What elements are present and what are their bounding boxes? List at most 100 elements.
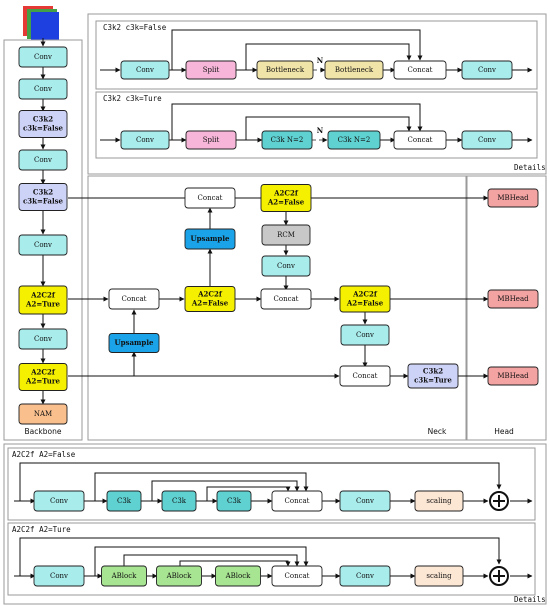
neck-concat-top-label: Concat — [198, 194, 223, 202]
circle-plus-icon — [489, 491, 509, 511]
c3k2-true-frame — [95, 91, 538, 159]
c3k2-false-conv-out: Conv — [461, 60, 513, 80]
a2c2f-false-c3k-3-label: C3k — [227, 497, 242, 505]
c3k2-true-c3k-2-label: C3k N=2 — [338, 136, 371, 144]
c3k2-false-conv-in: Conv — [120, 60, 170, 80]
backbone-c3k2-2-box — [18, 183, 68, 211]
a2c2f-false-c3k-2-box — [161, 490, 197, 512]
details-label-top: Details — [514, 163, 546, 172]
neck-conv-1-label: Conv — [277, 262, 295, 270]
neck-concat-bottom: Concat — [339, 365, 391, 387]
neck-concat-mid-label: Concat — [274, 295, 299, 303]
backbone-a2c2f-2-label: A2C2f — [30, 368, 56, 377]
neck-rcm-label: RCM — [277, 231, 295, 239]
a2c2f-false-title: A2C2f A2=False — [12, 450, 76, 459]
backbone-nam-box — [18, 403, 68, 425]
c3k2-true-concat: Concat — [393, 130, 447, 150]
c3k2-true-concat-label: Concat — [408, 136, 433, 144]
c3k2-true-c3k-1-label: C3k N=2 — [271, 136, 304, 144]
a2c2f-false-conv-in-label: Conv — [50, 497, 68, 505]
neck-concat-mid: Concat — [260, 288, 312, 310]
backbone-conv-1-label: Conv — [34, 53, 52, 61]
backbone-a2c2f-1-label: A2=Ture — [25, 300, 61, 309]
head-mbhead-1: MBHead — [487, 188, 539, 208]
backbone-conv-2-box — [18, 78, 68, 100]
details-bottom-frame — [3, 443, 547, 605]
backbone-a2c2f-2-box — [18, 363, 68, 391]
c3k2-false-concat-label: Concat — [408, 66, 433, 74]
a2c2f-false-c3k-1-label: C3k — [117, 497, 132, 505]
head-mbhead-2-label: MBHead — [497, 295, 529, 303]
c3k2-false-conv-out-box — [461, 60, 513, 80]
backbone-c3k2-1-box — [18, 110, 68, 138]
neck-upsample-bottom: Upsample — [108, 333, 160, 353]
c3k2-false-split: Split — [185, 60, 237, 80]
a2c2f-true-ablock-2-box — [156, 565, 202, 587]
head-mbhead-1-label: MBHead — [497, 194, 529, 202]
neck-a2c2f-mid-label: A2C2f — [197, 290, 223, 299]
head-mbhead-3-label: MBHead — [497, 372, 529, 380]
neck-concat-top: Concat — [184, 187, 236, 209]
circle-plus-icon — [489, 566, 509, 586]
neck-concat-left-box — [108, 288, 160, 310]
a2c2f-false-scaling-label: scaling — [426, 497, 452, 505]
a2c2f-false-concat-box — [271, 490, 323, 512]
a2c2f-false-conv-in-box — [33, 490, 85, 512]
c3k2-true-title: C3k2 c3k=Ture — [103, 94, 162, 103]
neck-label: Neck — [428, 427, 447, 436]
neck-a2c2f-top-label: A2C2f — [273, 189, 299, 198]
neck-conv-1: Conv — [261, 255, 311, 277]
c3k2-false-bottleneck-1-box — [256, 60, 314, 80]
c3k2-true-concat-box — [393, 130, 447, 150]
backbone-conv-2-label: Conv — [34, 85, 52, 93]
a2c2f-true-ablock-3-label: ABlock — [225, 572, 252, 580]
a2c2f-false-conv-out-box — [339, 490, 391, 512]
neck-a2c2f-top-box — [260, 184, 312, 212]
backbone-nam: NAM — [18, 403, 68, 425]
c3k2-false-bottleneck-2-label: Bottleneck — [335, 66, 374, 74]
head-mbhead-2-box — [487, 289, 539, 309]
neck-c3k2-label: c3k=Ture — [414, 376, 452, 385]
a2c2f-false-conv-out-label: Conv — [356, 497, 374, 505]
c3k2-false-concat: Concat — [393, 60, 447, 80]
neck-concat-top-box — [184, 187, 236, 209]
a2c2f-true-ablock-1: ABlock — [101, 565, 147, 587]
a2c2f-false-c3k-3-box — [216, 490, 252, 512]
c3k2-true-conv-in-label: Conv — [136, 136, 154, 144]
a2c2f-true-title: A2C2f A2=Ture — [12, 525, 71, 534]
c3k2-false-conv-out-label: Conv — [478, 66, 496, 74]
a2c2f-true-ablock-1-box — [101, 565, 147, 587]
neck-concat-left: Concat — [108, 288, 160, 310]
a2c2f-true-conv-in-label: Conv — [50, 572, 68, 580]
a2c2f-false-scaling-box — [414, 490, 464, 512]
c3k2-true-c3k-2: C3k N=2 — [327, 130, 381, 150]
c3k2-true-c3k-2-box — [327, 130, 381, 150]
backbone-a2c2f-2-label: A2=Ture — [25, 377, 61, 386]
a2c2f-false-conv-out: Conv — [339, 490, 391, 512]
stacked-squares-logo — [23, 6, 59, 40]
neck-frame — [87, 175, 467, 441]
neck-c3k2-label: C3k2 — [423, 367, 443, 376]
neck-c3k2-box — [407, 363, 459, 389]
head-mbhead-1-box — [487, 188, 539, 208]
c3k2-false-conv-in-label: Conv — [136, 66, 154, 74]
c3k2-false-bottleneck-2: Bottleneck — [324, 60, 384, 80]
details-label-bottom: Details — [514, 595, 546, 604]
c3k2-false-bottleneck-1: Bottleneck — [256, 60, 314, 80]
a2c2f-false-c3k-2: C3k — [161, 490, 197, 512]
a2c2f-false-conv-in: Conv — [33, 490, 85, 512]
backbone-conv-5: Conv — [18, 328, 68, 350]
neck-conv-1-box — [261, 255, 311, 277]
c3k2-false-frame — [95, 20, 538, 90]
c3k2-true-split-label: Split — [203, 136, 220, 144]
c3k2-true-split-box — [185, 130, 237, 150]
neck-concat-bottom-label: Concat — [353, 372, 378, 380]
a2c2f-true-ablock-2: ABlock — [156, 565, 202, 587]
a2c2f-true-scaling-box — [414, 565, 464, 587]
